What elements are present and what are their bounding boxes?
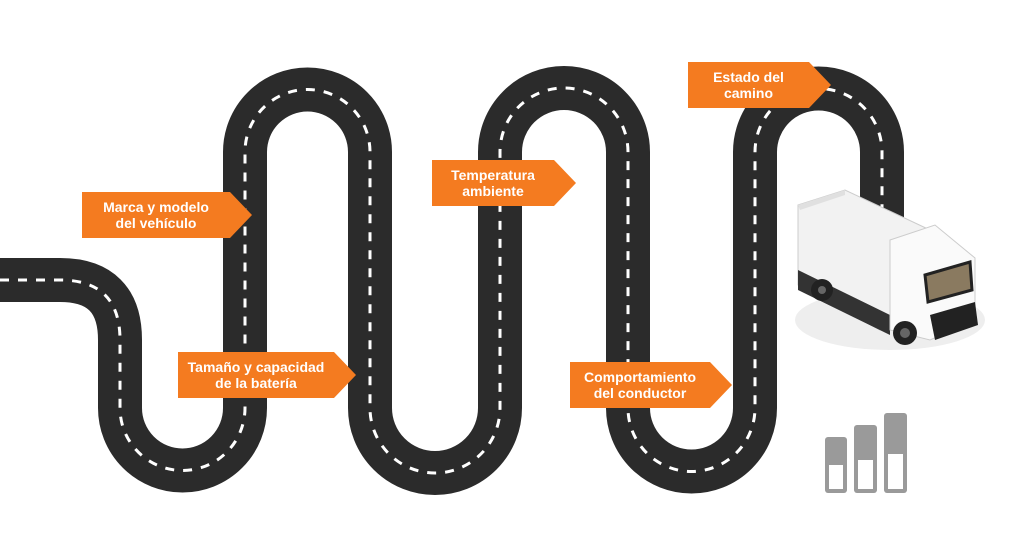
road-surface — [0, 66, 904, 495]
label-line: Temperatura — [451, 167, 535, 183]
label-line: Estado del — [713, 69, 784, 85]
label-line: ambiente — [462, 183, 524, 199]
label-line: Tamaño y capacidad — [187, 359, 325, 375]
label-line: del vehículo — [115, 215, 197, 231]
label-line: de la batería — [215, 375, 297, 391]
label-line: camino — [723, 85, 773, 101]
battery-level-icon — [825, 413, 907, 493]
label-line: Comportamiento — [584, 369, 696, 385]
truck-illustration — [795, 189, 985, 350]
label-line: Marca y modelo — [103, 199, 209, 215]
label-line: del conductor — [593, 385, 687, 401]
road-centerline — [0, 86, 884, 475]
